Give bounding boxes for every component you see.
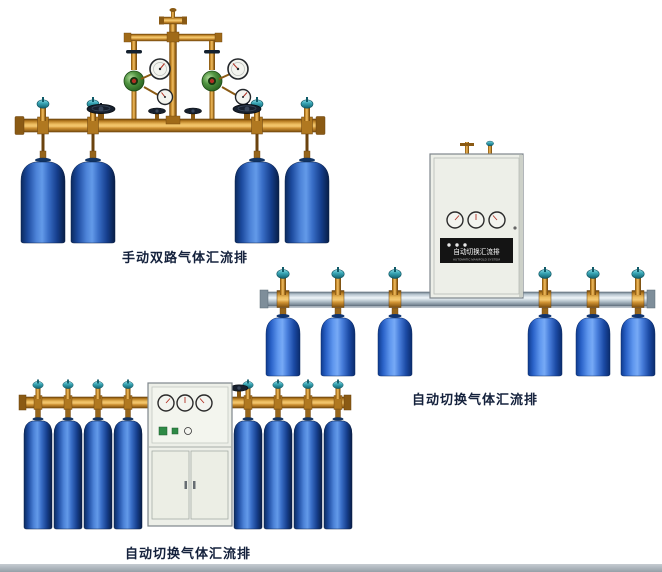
pressure-regulator (123, 70, 145, 92)
handwheel-valve-small (184, 107, 202, 119)
pressure-regulator (201, 70, 223, 92)
pressure-gauge (143, 86, 174, 106)
indicator-light (455, 243, 459, 247)
gas-cylinder (527, 307, 563, 377)
cabinet-panel-title: 自动切换汇流排 (453, 247, 500, 256)
door-handle (184, 481, 187, 489)
small-gauge (184, 427, 192, 435)
gas-cylinder (23, 408, 53, 530)
gas-cylinder (377, 307, 413, 377)
header-assembly (123, 8, 223, 120)
cabinet-gauge (446, 211, 464, 229)
cabinet-panel: 自动切换汇流排 AUTOMATIC MANIFOLD SYSTEM (440, 238, 513, 263)
gas-cylinder (20, 150, 66, 244)
control-cabinet (147, 382, 233, 527)
cabinet-door-left (151, 450, 190, 520)
indicator-light (463, 243, 467, 247)
door-handle (193, 481, 196, 489)
figure-auto-wall-manifold: 自动切换汇流排 AUTOMATIC MANIFOLD SYSTEM (255, 140, 660, 405)
cabinet-top-valves (460, 140, 494, 155)
gas-cylinder (70, 150, 116, 244)
handwheel-valve (229, 384, 249, 398)
gas-cylinder (323, 408, 353, 530)
footer-strip (0, 564, 662, 572)
cabinet-gauge (176, 394, 194, 412)
handwheel-valve (86, 103, 116, 119)
figure-auto-floor-manifold (12, 375, 357, 565)
regulator-block (171, 427, 179, 435)
cabinet-gauge (157, 394, 175, 412)
caption-auto-floor-manifold: 自动切换气体汇流排 (124, 546, 251, 561)
pressure-gauge (218, 58, 249, 80)
caption-manual-dual-manifold: 手动双路气体汇流排 (121, 250, 248, 265)
manual-manifold-drawing (14, 8, 330, 244)
handwheel-valve-small (148, 107, 166, 119)
cabinet-door-right (190, 450, 229, 520)
auto-wall-manifold-drawing: 自动切换汇流排 AUTOMATIC MANIFOLD SYSTEM (259, 140, 656, 377)
gas-cylinder (265, 307, 301, 377)
gas-cylinder (233, 408, 263, 530)
gas-cylinder (83, 408, 113, 530)
gas-cylinder (293, 408, 323, 530)
gas-cylinder-bank (265, 307, 656, 377)
handwheel-valve (232, 103, 262, 119)
regulator-block (158, 426, 168, 436)
gas-cylinder (620, 307, 656, 377)
gas-cylinder (320, 307, 356, 377)
pressure-gauge (221, 86, 252, 106)
gas-cylinder (263, 408, 293, 530)
indicator-light (447, 243, 451, 247)
cabinet-lock (513, 226, 517, 230)
cylinder-drop-pipes (41, 132, 309, 152)
cabinet-gauge (467, 211, 485, 229)
gas-cylinder (113, 408, 143, 530)
figure-manual-dual-manifold (5, 5, 335, 250)
shutoff-handle (126, 50, 142, 54)
gas-cylinder (53, 408, 83, 530)
shutoff-handle (204, 50, 220, 54)
manifold-pipe (14, 115, 326, 135)
cabinet-panel-subtitle: AUTOMATIC MANIFOLD SYSTEM (453, 258, 500, 262)
cabinet-gauge (195, 394, 213, 412)
control-cabinet: 自动切换汇流排 AUTOMATIC MANIFOLD SYSTEM (429, 153, 524, 299)
gas-cylinder (575, 307, 611, 377)
pressure-gauge (140, 58, 171, 80)
cabinet-gauge (488, 211, 506, 229)
auto-floor-manifold-drawing (18, 379, 353, 530)
caption-auto-wall-manifold: 自动切换气体汇流排 (411, 392, 538, 407)
